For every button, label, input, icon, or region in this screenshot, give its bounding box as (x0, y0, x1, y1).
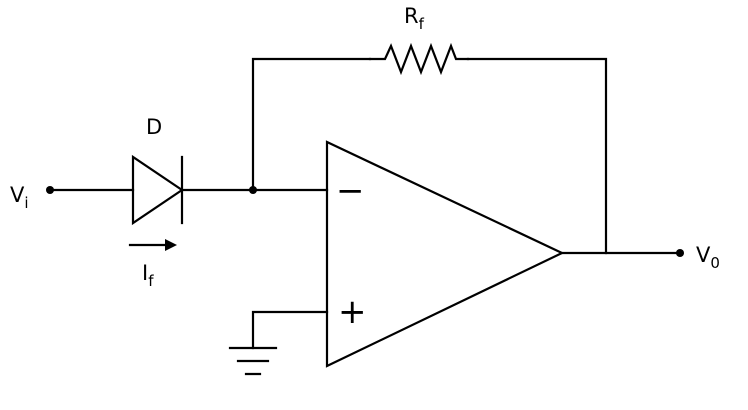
output-terminal (676, 249, 684, 257)
opamp-symbol (325, 140, 565, 368)
noninverting-input-sign: + (338, 292, 367, 332)
input-label: Vi (10, 183, 29, 212)
diode-label: D (146, 115, 162, 139)
feedback-resistor-label: Rf (404, 4, 425, 33)
ground-icon (228, 346, 278, 376)
resistor-symbol (368, 42, 470, 76)
feedback-wire-right (466, 57, 608, 255)
output-label: V0 (696, 243, 720, 272)
inverting-input-sign: − (336, 171, 365, 211)
diode-symbol (131, 154, 184, 226)
current-arrow-icon (128, 239, 177, 251)
ground-wire (251, 310, 329, 350)
current-label: If (142, 261, 154, 290)
feedback-wire-left (251, 57, 372, 192)
